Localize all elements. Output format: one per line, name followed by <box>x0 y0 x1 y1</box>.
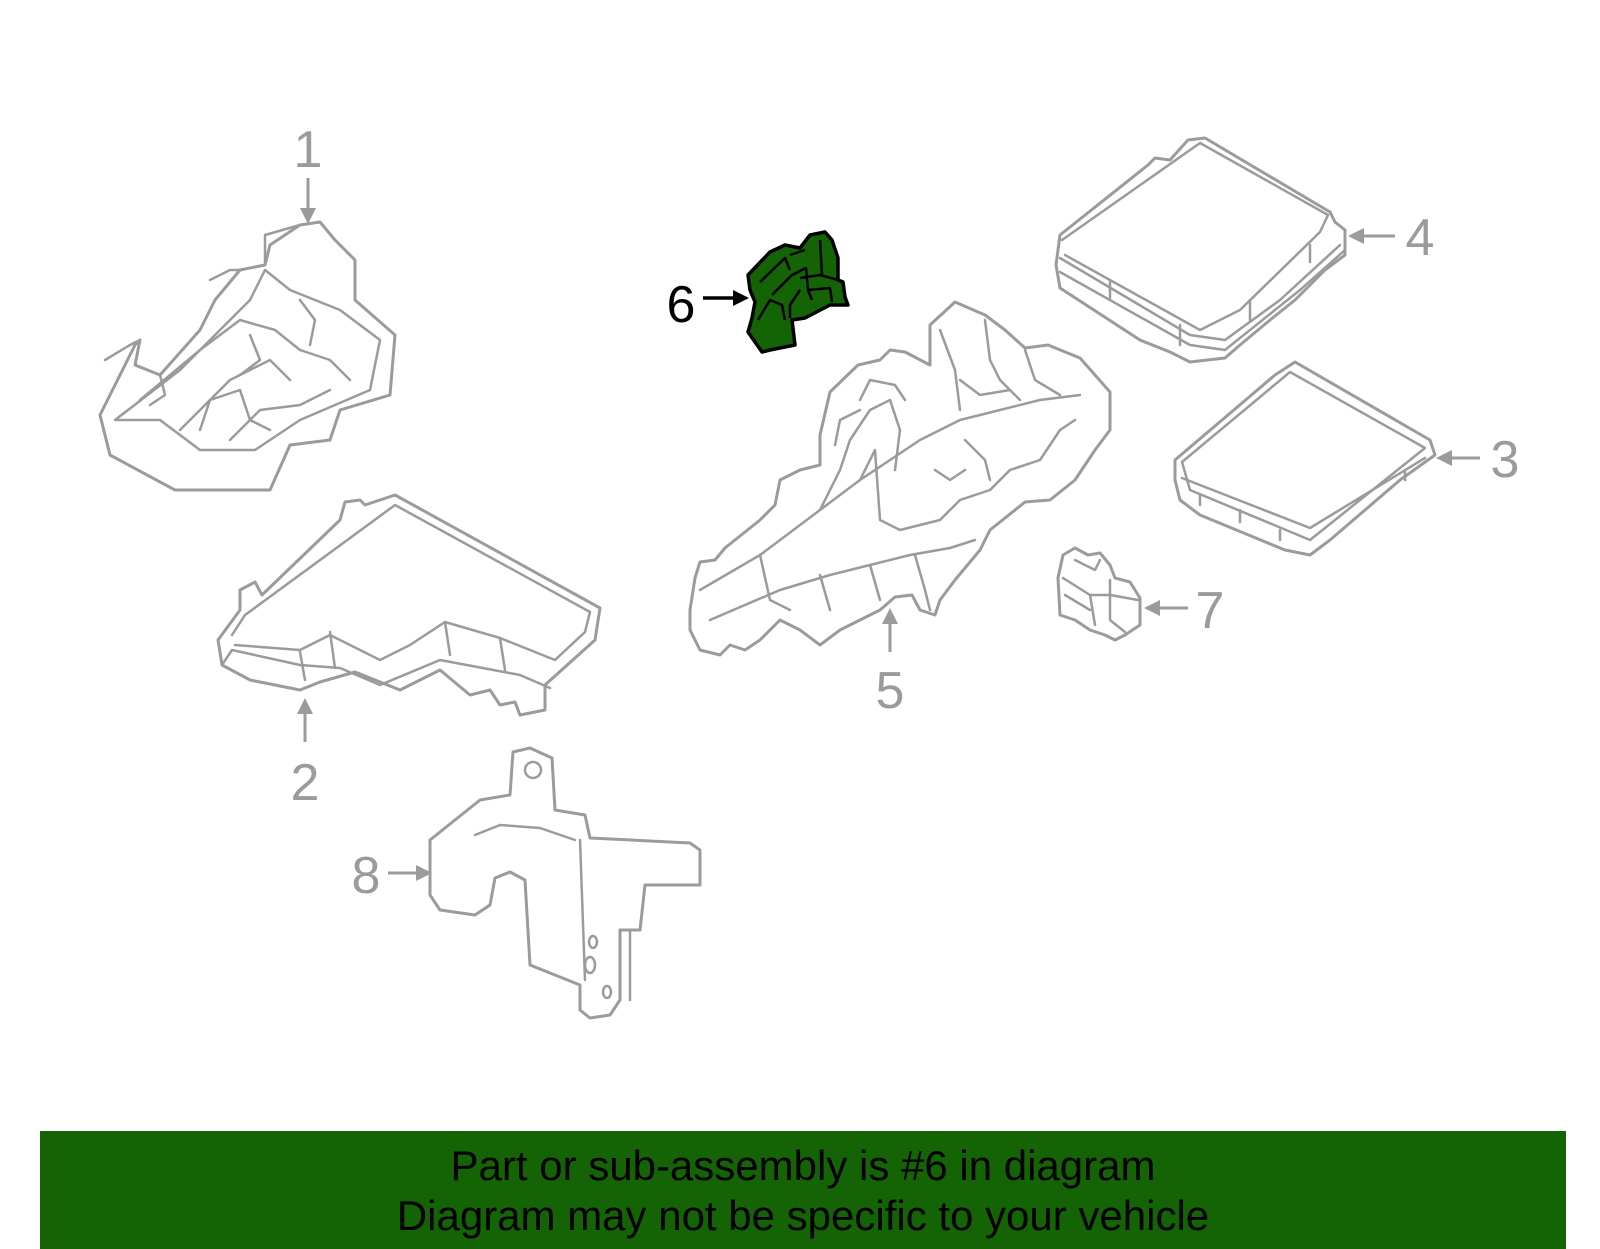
banner-line-part-number: Part or sub-assembly is #6 in diagram <box>450 1142 1156 1189</box>
part-3-drawing[interactable] <box>1173 360 1437 557</box>
svg-text:5: 5 <box>876 662 905 720</box>
part-5-drawing[interactable] <box>688 300 1112 657</box>
part-6-drawing[interactable] <box>746 230 850 354</box>
callout-6: 6 <box>667 276 749 334</box>
part-7-drawing[interactable] <box>1056 546 1142 642</box>
callout-5: 5 <box>876 608 905 720</box>
svg-text:3: 3 <box>1491 431 1520 489</box>
callout-2: 2 <box>291 698 320 812</box>
svg-text:1: 1 <box>294 121 323 179</box>
callout-3: 3 <box>1436 431 1519 489</box>
svg-text:2: 2 <box>291 754 320 812</box>
info-banner: Part or sub-assembly is #6 in diagram Di… <box>40 1131 1566 1249</box>
part-8-drawing[interactable] <box>428 746 702 1020</box>
callout-4: 4 <box>1348 209 1434 267</box>
svg-text:7: 7 <box>1196 582 1225 640</box>
callout-8: 8 <box>352 847 432 905</box>
svg-text:4: 4 <box>1406 209 1435 267</box>
part-2-drawing[interactable] <box>216 493 602 717</box>
svg-text:8: 8 <box>352 847 381 905</box>
callout-1: 1 <box>294 121 323 224</box>
banner-line-disclaimer: Diagram may not be specific to your vehi… <box>396 1192 1210 1239</box>
callout-7: 7 <box>1144 582 1224 640</box>
part-1-drawing[interactable] <box>98 220 397 492</box>
part-4-drawing[interactable] <box>1054 136 1347 364</box>
svg-text:6: 6 <box>667 276 696 334</box>
